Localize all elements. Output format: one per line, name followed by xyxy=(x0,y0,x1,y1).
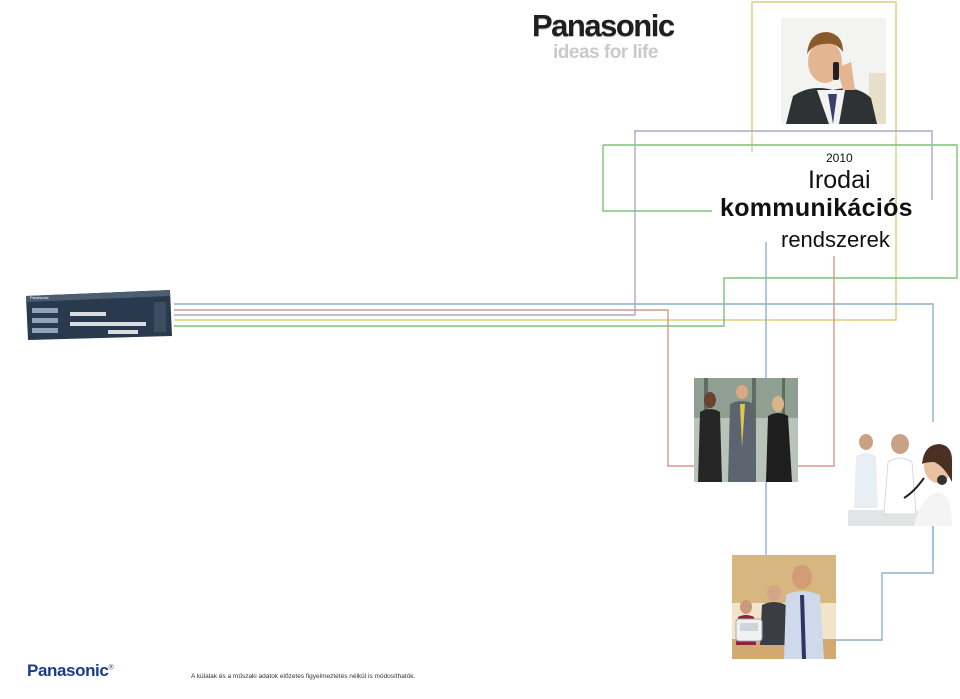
line-yellow xyxy=(174,1,897,321)
line-violet xyxy=(174,130,933,316)
cover-title-line-3: rendszerek xyxy=(781,227,890,252)
brand-tagline: ideas for life xyxy=(553,42,658,63)
registered-mark: ® xyxy=(108,664,114,672)
line-green xyxy=(174,144,958,327)
photo-office-phone-call xyxy=(732,555,836,659)
panasonic-logo: Panasonic xyxy=(532,8,675,43)
pbx-device-image: Panasonic xyxy=(24,288,174,342)
photo-call-center xyxy=(848,422,952,526)
cover-year: 2010 xyxy=(826,151,853,165)
line-red xyxy=(174,256,835,467)
line-green-box-left xyxy=(602,145,712,212)
cover-title-line-2: kommunikációs xyxy=(720,194,913,222)
pbx-brand-label: Panasonic xyxy=(30,295,49,300)
photo-business-group-walking xyxy=(694,378,798,482)
footer-panasonic-logo: Panasonic® xyxy=(27,661,114,681)
footer-disclaimer: A külalak és a műszaki adatok előzetes f… xyxy=(191,673,416,680)
cover-title-line-1: Irodai xyxy=(808,166,871,194)
footer-logo-text: Panasonic xyxy=(27,661,109,680)
photo-businessman-phone xyxy=(781,18,886,124)
